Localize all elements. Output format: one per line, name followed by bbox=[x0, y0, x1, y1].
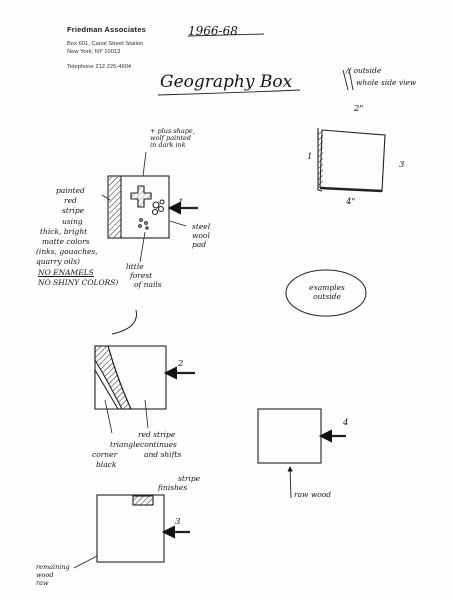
box3-arrow-label: 3 bbox=[175, 517, 181, 527]
note-bracket bbox=[111, 309, 137, 335]
note-painted-stripe: painted red stripe using thick, bright m… bbox=[36, 186, 119, 287]
side-view-label-1: 1 bbox=[307, 152, 313, 162]
side-note-line-1: // outside bbox=[346, 66, 382, 75]
company-name: Friedman Associates bbox=[67, 25, 146, 34]
box4-drawing bbox=[257, 408, 346, 499]
address-line-2: New York, NY 10013 bbox=[67, 49, 121, 55]
telephone-line: Telephone 212 226-4604 bbox=[67, 64, 132, 70]
side-view-dimension: 4" bbox=[346, 197, 356, 207]
box1-drawing bbox=[101, 151, 198, 263]
box2-arrow-label: 2 bbox=[178, 359, 184, 369]
side-view-label-3: 3 bbox=[399, 160, 405, 170]
box3-drawing bbox=[73, 494, 190, 569]
box4-arrow-label: 4 bbox=[343, 418, 349, 428]
date-range: 1966-68 bbox=[188, 24, 238, 38]
title-underline bbox=[157, 33, 354, 96]
address-line-1: Box 601, Canal Street Station bbox=[67, 41, 144, 47]
side-note-line-2: whole side view bbox=[356, 78, 417, 87]
side-view-box bbox=[317, 128, 386, 193]
page-title: Geography Box bbox=[160, 72, 293, 92]
box2-drawing bbox=[94, 345, 195, 434]
note-raw-wood: raw wood bbox=[294, 490, 332, 499]
examples-oval bbox=[285, 269, 367, 317]
dimension-top: 2" bbox=[354, 104, 364, 114]
